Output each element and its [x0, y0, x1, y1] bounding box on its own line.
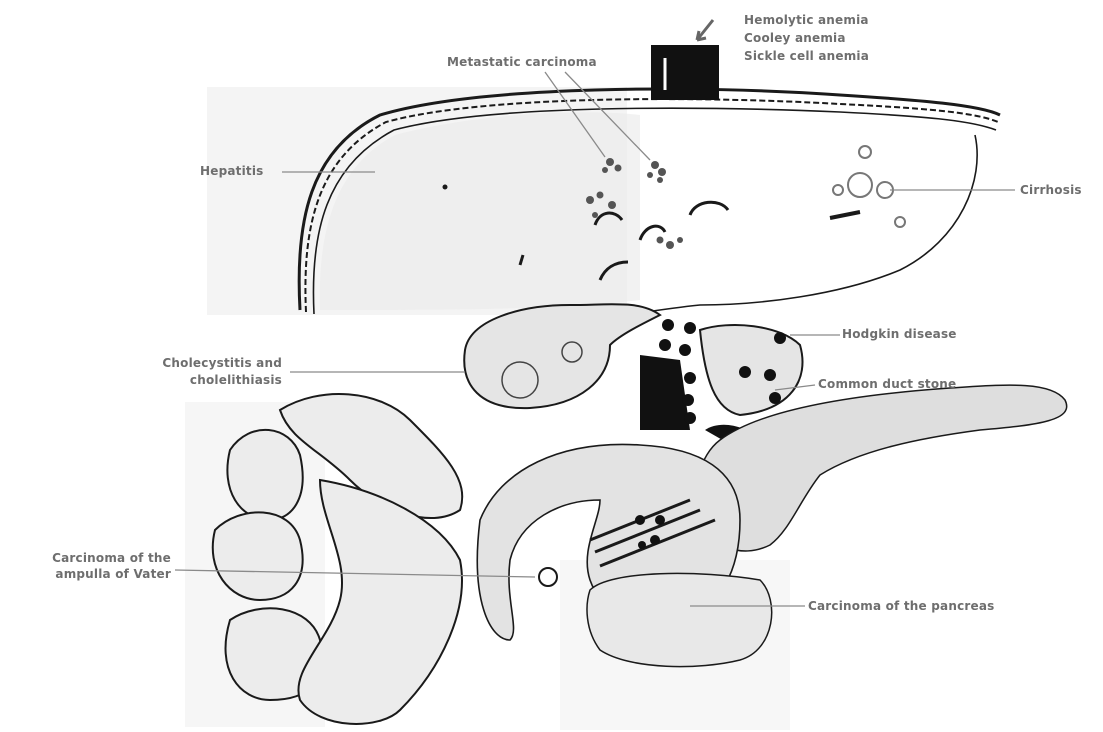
label-cholecystitis: Cholecystitis and: [120, 356, 282, 370]
label-common-duct-stone: Common duct stone: [818, 377, 956, 391]
label-hemolytic-anemia: Hemolytic anemia: [744, 13, 869, 27]
pointer-arrow: [697, 20, 713, 40]
ampulla-lesion: [539, 568, 557, 586]
label-cirrhosis: Cirrhosis: [1020, 183, 1082, 197]
cirrhosis-nodules: [830, 146, 905, 227]
label-metastatic-carcinoma: Metastatic carcinoma: [447, 55, 597, 69]
label-hepatitis: Hepatitis: [200, 164, 264, 178]
colon: [213, 394, 462, 724]
label-carcinoma-ampulla-2: ampulla of Vater: [0, 567, 171, 581]
pancreas-head: [587, 573, 772, 666]
label-hodgkin-disease: Hodgkin disease: [842, 327, 957, 341]
label-carcinoma-pancreas: Carcinoma of the pancreas: [808, 599, 995, 613]
label-cooley-anemia: Cooley anemia: [744, 31, 846, 45]
gallbladder: [464, 304, 660, 408]
label-carcinoma-ampulla-1: Carcinoma of the: [0, 551, 171, 565]
label-cholelithiasis: cholelithiasis: [120, 373, 282, 387]
label-sickle-cell-anemia: Sickle cell anemia: [744, 49, 869, 63]
blood-block: [651, 45, 719, 100]
